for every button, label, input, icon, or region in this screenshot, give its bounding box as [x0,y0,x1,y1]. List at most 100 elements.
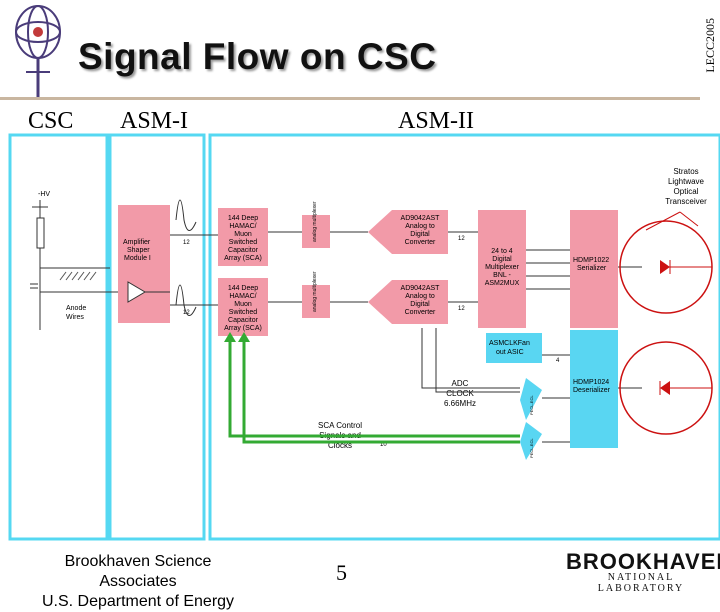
adc-block-top [368,210,448,254]
adc-clock-2: CLOCK [446,389,474,398]
photo-diode-icon [660,381,670,395]
sca-bot-6: Array (SCA) [224,325,262,332]
transceiver-4: Transceiver [665,197,707,206]
amplifier-shaper-block [118,205,170,323]
digmux-3: Multiplexer [485,264,520,271]
sca-top-1: 144 Deep [228,215,258,222]
ecl-translator-top [520,378,542,420]
transceiver-3: Optical [674,187,699,196]
digmux-2: Digital [492,256,512,263]
laser-diode-icon [660,260,670,274]
amp-label-2: Shaper [127,247,150,254]
panel-asm1 [108,133,206,541]
sca-control-1: SCA Control [318,421,362,430]
ecl-label-bottom: PECL-ECL [529,438,534,458]
adc-bot-1: AD9042AST [401,285,441,292]
adc-clock-3: 6.66MHz [444,399,476,408]
bus-width-1: 12 [183,240,190,246]
conference-label: LECC2005 [703,18,717,73]
adc-top-3: Digital [410,231,430,238]
footer-organization: Brookhaven Science Associates U.S. Depar… [38,552,238,612]
sca-bot-3: Muon [234,301,252,308]
panel-csc [8,133,109,541]
panel-asm2 [208,133,720,541]
serializer-2: Serializer [577,265,607,272]
bus-width-3: 12 [458,236,465,242]
anode-label-2: Wires [66,314,84,321]
deserializer-2: Deserializer [573,387,611,394]
sca-top-4: Switched [229,239,258,246]
analog-mux-bottom [302,285,330,318]
hv-label: -HV [38,191,50,198]
clock-fanout-asic [486,333,542,363]
anode-label-1: Anode [66,305,86,312]
serializer-1: HDMP1022 [573,257,609,264]
footer-line-2: Associates [99,573,177,590]
footer-line-3: U.S. Department of Energy [41,593,235,610]
column-label-asm1: ASM-I [120,108,189,134]
amux-label-bottom: analog multiplexer [312,271,318,312]
adc-clock-line-1 [421,328,520,389]
bnl-atom-logo [15,5,61,97]
sca-control-3: Clocks [328,441,352,450]
digmux-1: 24 to 4 [491,248,513,255]
adc-bot-2: Analog to [405,293,435,300]
footer-line-1: Brookhaven Science [64,553,212,570]
column-label-asm2: ASM-II [398,108,474,134]
sca-bot-1: 144 Deep [228,285,258,292]
sca-bot-5: Capacitor [228,317,259,324]
amux-label-top: analog multiplexer [312,201,318,242]
adc-top-1: AD9042AST [401,215,441,222]
bus-width-4: 12 [458,306,465,312]
deserializer-block [570,330,618,448]
serializer-block [570,210,618,328]
sca-control-line-2 [242,338,520,444]
digmux-5: ASM2MUX [485,280,520,287]
fanout-2: out ASIC [496,349,524,356]
adc-top-4: Converter [405,239,436,246]
adc-bot-4: Converter [405,309,436,316]
brookhaven-logo: BROOKHAVEN NATIONAL LABORATORY [566,549,720,594]
sca-arrow-2 [238,332,250,342]
adc-clock-line-2 [435,328,520,393]
transceiver-1: Stratos [673,167,698,176]
logo-name: BROOKHAVEN [566,549,720,574]
adc-block-bottom [368,280,448,324]
header-divider [0,97,700,100]
adc-bot-3: Digital [410,301,430,308]
logo-subtitle: NATIONAL LABORATORY [597,572,685,594]
sca-top-5: Capacitor [228,247,259,254]
amp-label-3: Module I [124,255,151,262]
digital-mux-block [478,210,526,328]
slide-title: Signal Flow on CSC [78,36,437,77]
ground-hatch [59,271,97,281]
page-number: 5 [336,560,347,585]
pulse-top [175,199,197,231]
signal-flow-diagram: -HV Anode Wires Amplifier Shaper Module … [8,133,720,541]
hv-resistor [36,217,45,249]
bus-width-6: 10 [380,442,387,448]
sca-block-bottom [218,278,268,336]
bus-width-2: 12 [183,310,190,316]
deserializer-1: HDMP1024 [573,379,609,386]
amp-label-1: Amplifier [123,239,151,246]
column-label-csc: CSC [28,108,74,134]
ecl-translator-bottom [520,422,542,460]
digmux-4: BNL - [493,272,511,279]
ecl-label-top: PECL-ECL [529,395,534,415]
sca-top-3: Muon [234,231,252,238]
sca-bot-2: HAMAC/ [229,293,256,300]
sca-bot-4: Switched [229,309,258,316]
sca-top-6: Array (SCA) [224,255,262,262]
sca-top-2: HAMAC/ [229,223,256,230]
sca-arrow-1 [224,332,236,342]
fanout-1: ASMCLKFan [489,340,530,347]
amp-triangle [127,281,146,303]
bus-width-5: 4 [556,358,560,364]
sca-block-top [218,208,268,266]
transceiver-2: Lightwave [668,177,705,186]
adc-clock-1: ADC [452,379,469,388]
sca-control-line-1 [228,338,520,438]
adc-top-2: Analog to [405,223,435,230]
analog-mux-top [302,215,330,248]
